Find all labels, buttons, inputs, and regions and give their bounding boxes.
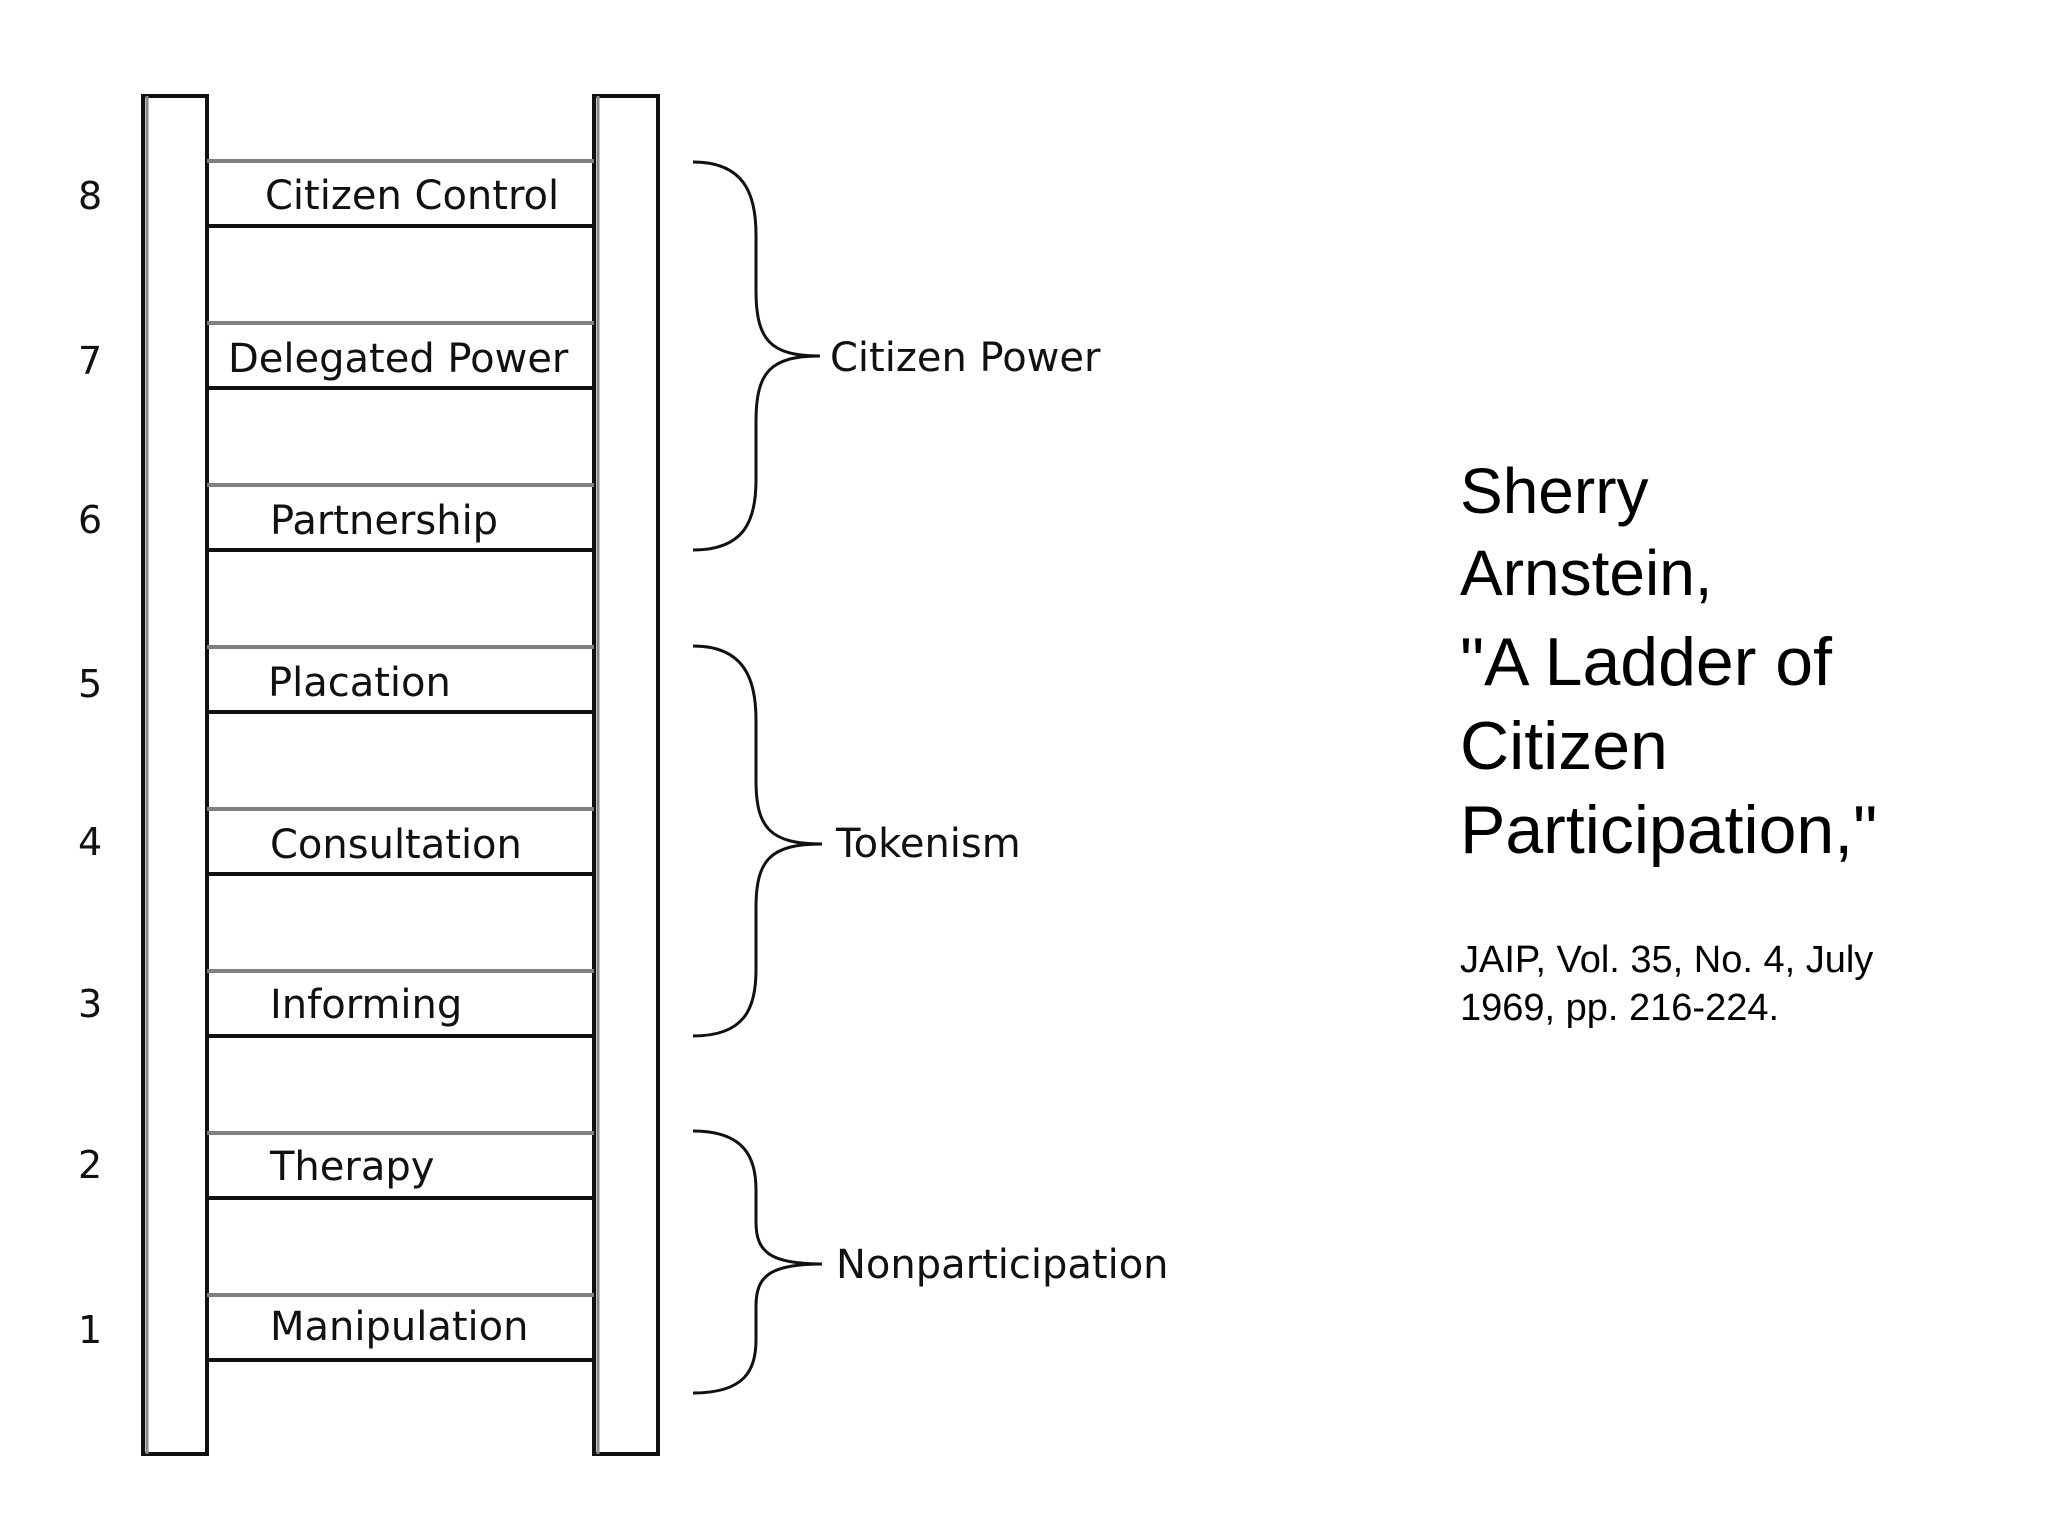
citation-block: Sherry Arnstein, "A Ladder of Citizen Pa… [1460,450,2020,1032]
rung-number-2: 2 [78,1143,102,1187]
brace-citizen-power [692,160,821,552]
rung-4 [207,807,594,876]
rung-numbers: 8 7 6 5 4 3 2 1 [78,174,102,1352]
rung-5 [207,645,594,714]
citation-reference: JAIP, Vol. 35, No. 4, July 1969, pp. 216… [1460,939,1874,1029]
rung-number-7: 7 [78,339,102,383]
citation-title: "A Ladder of Citizen Participation," [1460,624,1878,868]
rung-label-delegated-power: Delegated Power [228,336,569,382]
rung-6 [207,483,594,552]
ladder-diagram: 8 7 6 5 4 3 2 1 Citizen Control Delegate… [78,94,1169,1456]
group-label-nonparticipation: Nonparticipation [836,1242,1169,1288]
rung-number-3: 3 [78,982,102,1026]
rung-label-citizen-control: Citizen Control [265,173,559,219]
rung-labels: Citizen Control Delegated Power Partners… [228,173,569,1350]
brace-tokenism [692,644,823,1038]
rung-number-6: 6 [78,498,102,542]
citation-author: Sherry Arnstein, [1460,455,1713,609]
left-rail [141,94,209,1456]
right-rail [592,94,660,1456]
rung-number-5: 5 [78,662,102,706]
rung-number-8: 8 [78,174,102,218]
ladder-rails [141,94,660,1456]
rung-label-therapy: Therapy [269,1144,434,1190]
group-braces [692,160,823,1395]
group-label-citizen-power: Citizen Power [830,335,1101,381]
rung-8 [207,159,594,228]
group-labels: Citizen Power Tokenism Nonparticipation [830,335,1169,1288]
rung-label-placation: Placation [268,660,451,706]
rung-label-partnership: Partnership [270,498,498,544]
rung-2 [207,1131,594,1200]
rung-label-consultation: Consultation [270,822,522,868]
rung-1 [207,1293,594,1362]
rung-number-4: 4 [78,820,102,864]
rung-number-1: 1 [78,1308,102,1352]
group-label-tokenism: Tokenism [835,821,1021,867]
rung-3 [207,969,594,1038]
rung-label-manipulation: Manipulation [270,1304,528,1350]
rung-7 [207,321,594,390]
brace-nonparticipation [692,1129,823,1395]
rung-label-informing: Informing [270,982,462,1028]
ladder-rungs [207,159,594,1362]
